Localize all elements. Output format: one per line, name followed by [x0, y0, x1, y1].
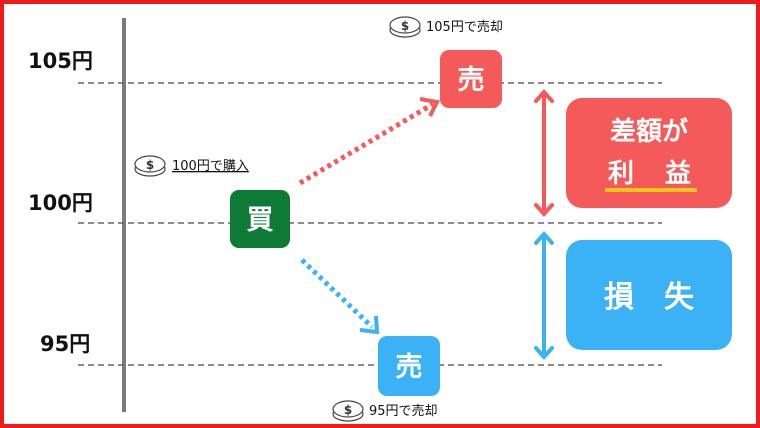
sell-low-note: 95円で売却 [332, 400, 438, 422]
buy-label: 買 [247, 205, 274, 236]
sell-high-label: 売 [458, 65, 485, 96]
buy-note: 100円で購入 [134, 155, 249, 177]
axis-label-100: 100円 [28, 191, 93, 215]
buy-note-text: 100円で購入 [172, 159, 249, 174]
profit-path-arrow [298, 97, 440, 186]
coin-icon [134, 155, 166, 177]
loss-range-arrow [534, 230, 554, 361]
profit-range-arrow [534, 88, 554, 218]
coin-icon [389, 16, 421, 38]
loss-path-arrow [300, 258, 380, 335]
buy-box: 買 [230, 190, 290, 248]
sell-low-box: 売 [378, 336, 440, 396]
loss-label-box: 損 失 [566, 240, 732, 350]
sell-low-label: 売 [396, 352, 423, 383]
axis-label-95: 95円 [40, 332, 90, 356]
grid-lines [78, 82, 662, 366]
profit-underline [605, 188, 697, 192]
profit-label-box: 差額が 利 益 [566, 98, 732, 208]
sell-high-note-text: 105円で売却 [426, 19, 503, 35]
profit-line2a: 利 [608, 159, 634, 189]
sell-low-note-text: 95円で売却 [369, 403, 438, 419]
profit-line1: 差額が [610, 116, 688, 147]
profit-line2b: 益 [665, 159, 691, 189]
axis-label-105: 105円 [28, 49, 93, 73]
loss-label: 損 失 [604, 280, 695, 315]
coin-icon [332, 400, 364, 422]
sell-high-note: 105円で売却 [389, 16, 503, 38]
sell-high-box: 売 [440, 50, 502, 108]
